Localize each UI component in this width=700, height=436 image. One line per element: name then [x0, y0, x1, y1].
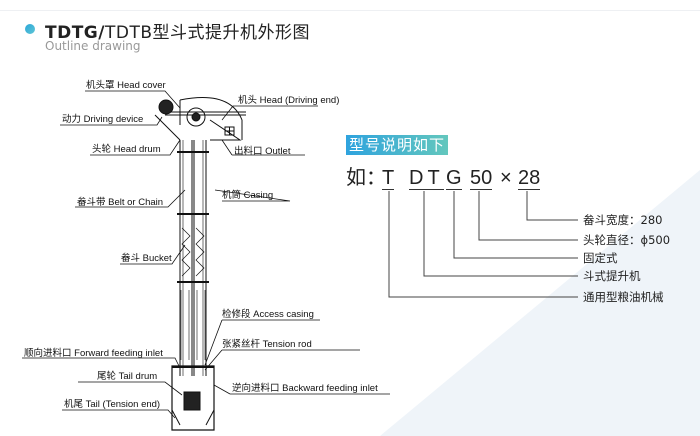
model-code-part-28: 28 [518, 167, 541, 190]
leader-lines [22, 90, 390, 419]
label-tail-drum: 尾轮 Tail drum [97, 371, 158, 382]
model-explanation-badge: 型号说明如下 [346, 135, 449, 155]
model-code-part-t: T [382, 167, 395, 190]
model-code-leaders [388, 191, 578, 298]
model-code-part-g: G [446, 167, 462, 190]
label-backward-inlet: 逆向进料口 Backward feeding inlet [232, 383, 378, 394]
title-rest: TDTB型斗式提升机外形图 [104, 23, 310, 43]
label-forward-inlet: 顺向进料口 Forward feeding inlet [24, 348, 163, 359]
legend-bucket-elevator: 斗式提升机 [583, 269, 641, 283]
label-outlet: 出料口 Outlet [234, 146, 291, 157]
top-divider [0, 10, 700, 11]
legend-fixed-type: 固定式 [583, 251, 618, 265]
label-bucket: 畚斗 Bucket [121, 253, 172, 264]
legend-general-grain-oil-machinery: 通用型粮油机械 [583, 290, 664, 304]
model-code-times: × [500, 167, 512, 189]
label-tension-rod: 张紧丝杆 Tension rod [222, 339, 312, 350]
page-subtitle: Outline drawing [45, 39, 141, 53]
page-title: TDTG/TDTB型斗式提升机外形图 [45, 18, 310, 43]
legend-head-drum-diameter: 头轮直径：ϕ500 [583, 233, 671, 247]
model-code-part-dt: DT [409, 167, 444, 190]
label-driving-device: 动力 Driving device [62, 114, 144, 125]
legend-bucket-width: 畚斗宽度：280 [583, 213, 663, 227]
model-code-prefix: 如： [346, 167, 386, 189]
label-tail: 机尾 Tail (Tension end) [64, 399, 161, 410]
title-bullet-icon [25, 24, 35, 34]
label-belt: 畚斗带 Belt or Chain [77, 197, 164, 208]
label-access-casing: 检修段 Access casing [222, 309, 314, 320]
label-head: 机头 Head (Driving end) [238, 95, 340, 106]
label-head-drum: 头轮 Head drum [92, 144, 161, 155]
elevator-casing [177, 140, 209, 376]
label-casing: 机筒 Casing [222, 190, 274, 201]
elevator-head [154, 97, 246, 141]
label-head-cover: 机头罩 Head cover [86, 80, 166, 91]
model-code-part-50: 50 [470, 167, 493, 190]
elevator-tail [171, 365, 215, 431]
title-bold: TDTG/ [45, 23, 105, 43]
